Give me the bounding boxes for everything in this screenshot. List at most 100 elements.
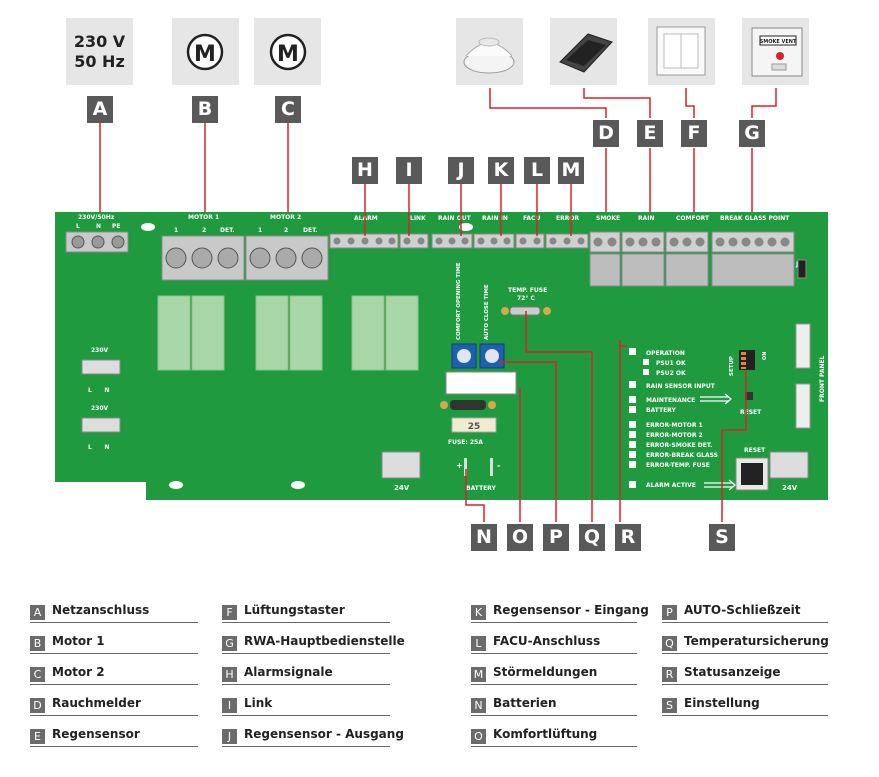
- legend-label: Netzanschluss: [52, 603, 150, 617]
- legend-item-h: H Alarmsignale: [222, 664, 390, 685]
- legend-item-c: C Motor 2: [30, 664, 198, 685]
- legend-item-b: B Motor 1: [30, 633, 198, 654]
- legend-letter: L: [471, 636, 486, 651]
- legend-letter: Q: [662, 636, 677, 651]
- callout-f: F: [681, 120, 707, 147]
- white-arrows: [700, 393, 736, 491]
- terminal-screws: [333, 237, 790, 247]
- legend-label: RWA-Hauptbedienstelle: [244, 634, 405, 648]
- legend-label: Statusanzeige: [684, 665, 781, 679]
- led-label-alarm-active: ALARM ACTIVE: [646, 482, 696, 489]
- legend-item-k: K Regensensor - Eingang: [471, 602, 649, 623]
- power-terminal-label: 230V/50Hz: [78, 214, 115, 221]
- legend-letter: F: [222, 605, 237, 620]
- legend-letter: J: [222, 729, 237, 744]
- legend-label: Regensensor - Ausgang: [244, 727, 404, 741]
- led-label-operation: OPERATION: [646, 350, 685, 357]
- legend-letter: R: [662, 667, 677, 682]
- out-24v-left: 24V: [394, 484, 410, 492]
- legend-label: AUTO-Schließzeit: [684, 603, 801, 617]
- led-label-error-smoke: ERROR-SMOKE DET.: [646, 442, 712, 449]
- control-panel-sign: SMOKE VENT: [760, 39, 797, 45]
- smoke-terminal-label: SMOKE: [596, 215, 620, 222]
- callout-e: E: [637, 120, 663, 147]
- motor1-pin2: 2: [202, 227, 206, 234]
- legend-label: Temperatursicherung: [684, 634, 829, 648]
- legend-label: Komfortlüftung: [493, 727, 598, 741]
- motor2-pin2: 2: [284, 227, 288, 234]
- led-label-error-motor1: ERROR-MOTOR 1: [646, 422, 703, 429]
- legend-item-s: S Einstellung: [662, 695, 828, 716]
- power-supply-box: 230 V 50 Hz: [66, 18, 133, 85]
- potentiometers: COMFORT OPENING TIME AUTO CLOSE TIME: [445, 262, 517, 395]
- legend-label: Einstellung: [684, 696, 760, 710]
- smoke-vent-control-icon: SMOKE VENT: [751, 27, 803, 77]
- legend-letter: P: [662, 605, 677, 620]
- relays: [157, 295, 419, 371]
- legend-letter: B: [30, 636, 45, 651]
- psu2-voltage: 230V: [91, 405, 109, 412]
- front-panel-connectors: FRONT PANEL: [795, 323, 826, 429]
- led-label-battery: BATTERY: [646, 407, 676, 414]
- led-label-rain-sensor: RAIN SENSOR INPUT: [646, 383, 716, 390]
- rain-sensor-icon: [559, 33, 613, 73]
- fuse-value: 25: [468, 422, 481, 432]
- callout-h: H: [352, 157, 378, 184]
- callout-o: O: [507, 524, 533, 551]
- legend-item-g: G RWA-Hauptbedienstelle: [222, 633, 405, 654]
- terminal-blocks: [65, 231, 329, 281]
- legend-letter: M: [471, 667, 486, 682]
- legend-label: Batterien: [493, 696, 557, 710]
- outputs-24v: 24V 24V: [381, 451, 809, 492]
- callout-n: N: [471, 524, 497, 551]
- alarm-terminal-label: ALARM: [354, 215, 378, 222]
- reset-label-small: RESET: [740, 409, 762, 416]
- facu-terminal-label: FACU: [523, 215, 540, 222]
- callout-g: G: [739, 120, 765, 147]
- psu1-voltage: 230V: [91, 347, 109, 354]
- rain-terminal-label: RAIN: [638, 215, 655, 222]
- dip-on-label: ON: [762, 352, 768, 360]
- reset-button[interactable]: RESET: [735, 447, 769, 491]
- legend-letter: G: [222, 636, 237, 651]
- motor1-symbol: M: [194, 42, 216, 67]
- power-pin-l: L: [76, 223, 80, 230]
- legend-item-f: F Lüftungstaster: [222, 602, 390, 623]
- motor1-label: MOTOR 1: [188, 214, 219, 221]
- callout-j: J: [448, 157, 474, 184]
- motor2-pin1: 1: [258, 227, 262, 234]
- legend-letter: N: [471, 698, 486, 713]
- error-terminal-label: ERROR: [556, 215, 579, 222]
- power-frequency: 50 Hz: [74, 52, 125, 71]
- led-label-maintenance: MAINTENANCE: [646, 397, 695, 404]
- setup-label: SETUP: [729, 356, 735, 376]
- led-label-error-break-glass: ERROR-BREAK GLASS: [646, 452, 718, 459]
- led-label-error-temp-fuse: ERROR-TEMP. FUSE: [646, 462, 710, 469]
- legend-label: Regensensor: [52, 727, 140, 741]
- callout-b: B: [192, 96, 218, 123]
- legend-item-j: J Regensensor - Ausgang: [222, 726, 404, 747]
- legend-letter: S: [662, 698, 677, 713]
- battery-label: BATTERY: [466, 485, 496, 492]
- legend-item-e: E Regensensor: [30, 726, 198, 747]
- legend-item-q: Q Temperatursicherung: [662, 633, 829, 654]
- motor2-pin-det: DET.: [303, 227, 318, 234]
- legend-item-p: P AUTO-Schließzeit: [662, 602, 828, 623]
- fuse-label: FUSE: 25A: [448, 439, 483, 446]
- legend-item-n: N Batterien: [471, 695, 637, 716]
- legend-item-i: I Link: [222, 695, 390, 716]
- temp-fuse-value: 72° C: [517, 295, 535, 302]
- legend-letter: H: [222, 667, 237, 682]
- battery-plus: +: [456, 461, 463, 470]
- legend-label: Störmeldungen: [493, 665, 598, 679]
- power-voltage: 230 V: [73, 32, 126, 51]
- callout-k: K: [488, 157, 514, 184]
- callout-a: A: [87, 96, 113, 123]
- smoke-detector-icon: [463, 37, 515, 74]
- motor2-label: MOTOR 2: [270, 214, 301, 221]
- power-pin-n: N: [96, 223, 101, 230]
- psu2-ln: L N: [88, 444, 109, 451]
- lower-wires: [465, 311, 747, 522]
